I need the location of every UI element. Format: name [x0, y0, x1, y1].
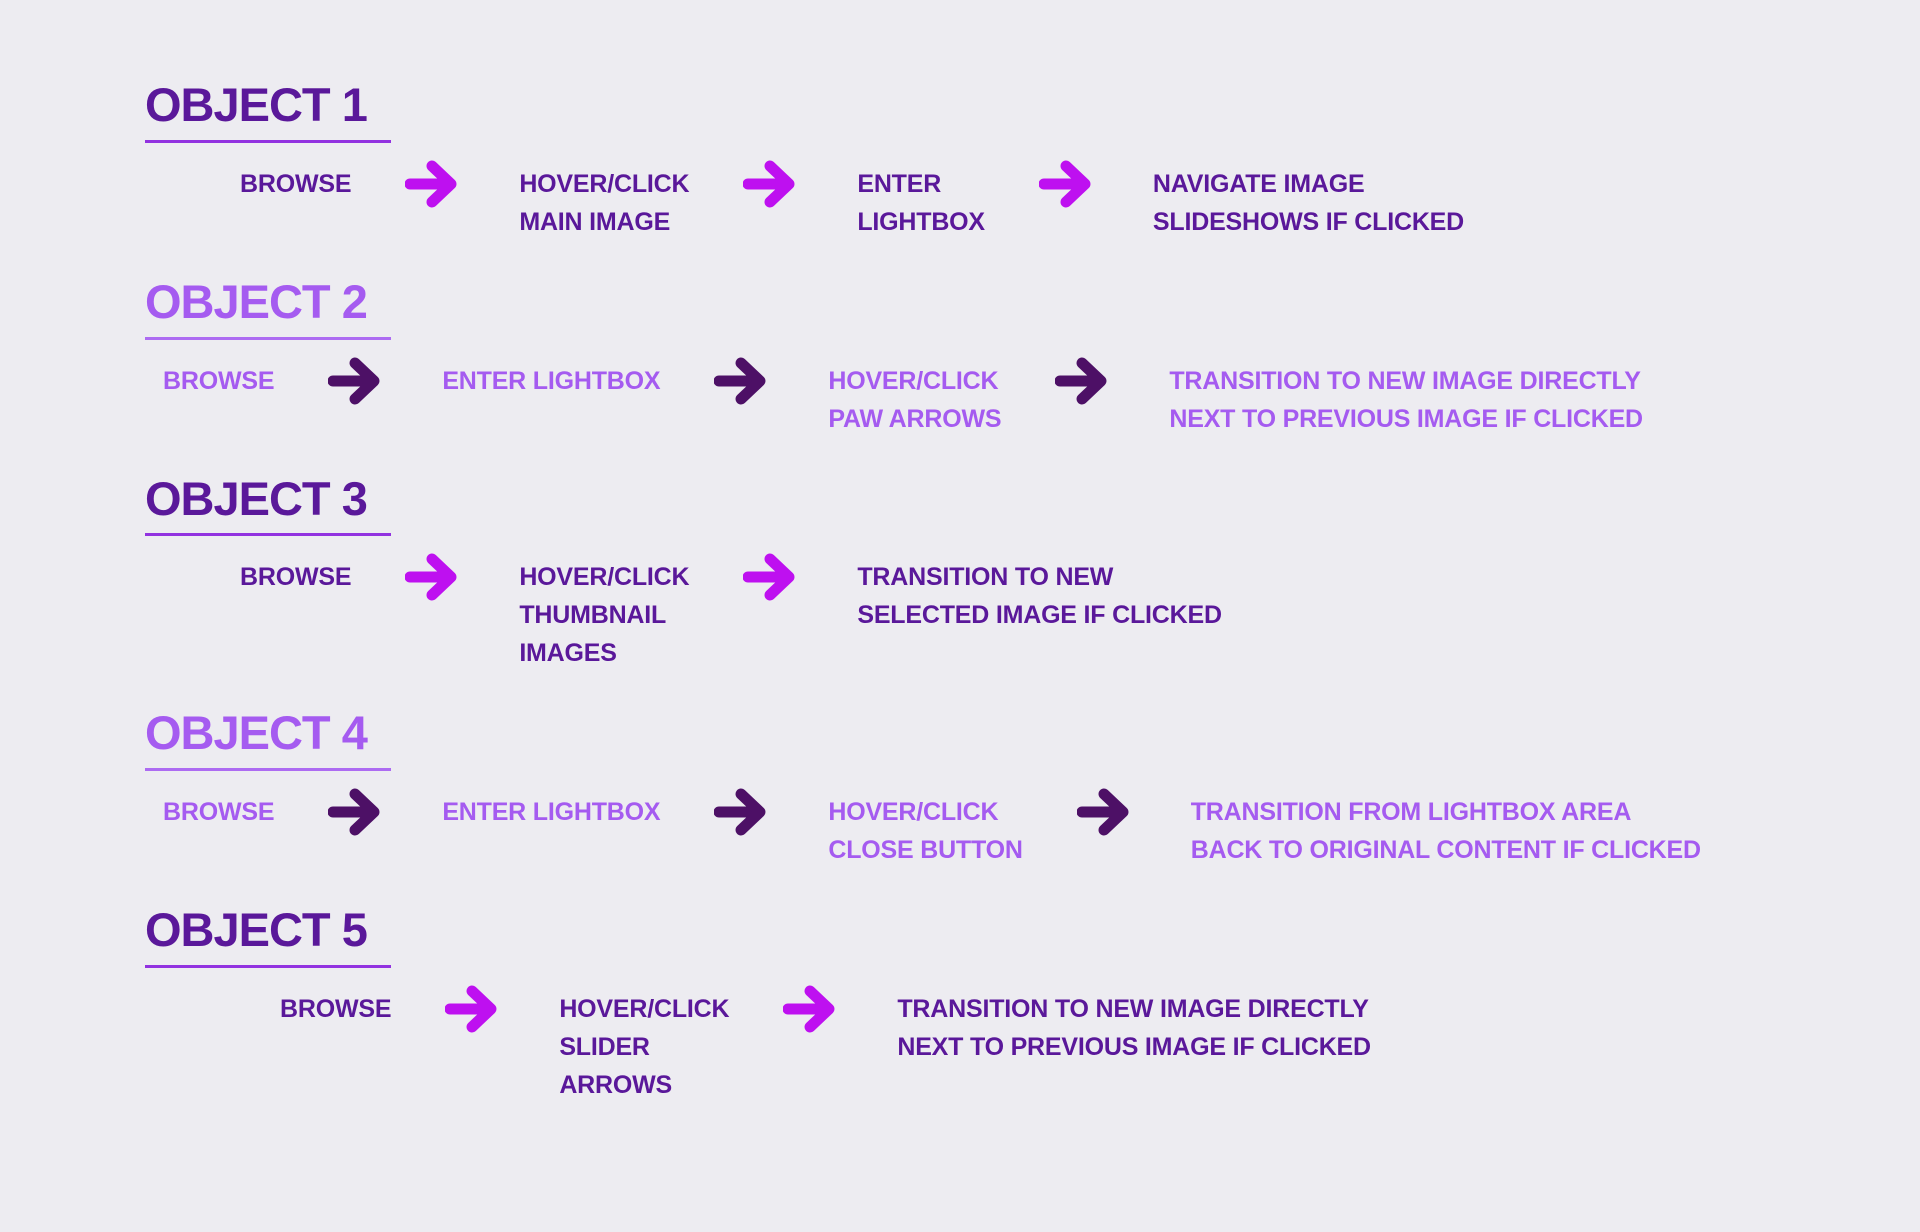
flow-step-line: ARROWS	[559, 1070, 672, 1099]
flow-step-line: CLOSE BUTTON	[828, 836, 1023, 864]
flow-step-line: LIGHTBOX	[857, 207, 985, 236]
flow-section: OBJECT 5 BROWSE HOVER/CLICK SLIDER ARROWS TRA…	[145, 904, 1830, 1104]
section-title: OBJECT 5	[145, 904, 391, 968]
flow-row: BROWSE ENTER LIGHTBOX HOVER/CLICK PAW ARROW…	[145, 357, 1830, 438]
flow-step-line: NAVIGATE IMAGE	[1152, 169, 1365, 198]
flow-step-line: HOVER/CLICK	[519, 563, 690, 592]
flow-step-line: TRANSITION TO NEW IMAGE DIRECTLY	[1169, 366, 1641, 395]
flow-step: ENTER LIGHTBOX	[442, 362, 660, 400]
flow-step-line: BROWSE	[163, 366, 275, 395]
section-title: OBJECT 1	[145, 79, 391, 143]
flow-row: BROWSE ENTER LIGHTBOX HOVER/CLICK CLOSE BUT…	[145, 788, 1830, 869]
flow-step: TRANSITION TO NEW IMAGE DIRECTLY NEXT TO …	[1169, 362, 1643, 438]
flow-step-line: THUMBNAIL	[519, 601, 667, 630]
section-title: OBJECT 4	[145, 707, 391, 771]
flow-step-line: NEXT TO PREVIOUS IMAGE IF CLICKED	[897, 1032, 1371, 1061]
flow-step: TRANSITION FROM LIGHTBOX AREA BACK TO ORI…	[1191, 793, 1701, 869]
flow-arrow-icon	[445, 985, 497, 1033]
flow-step: TRANSITION TO NEW IMAGE DIRECTLY NEXT TO …	[897, 990, 1371, 1066]
flow-arrow-icon	[1038, 160, 1091, 208]
flow-section: OBJECT 1 BROWSE HOVER/CLICK MAIN IMAGE ENTER…	[145, 79, 1830, 241]
section-title: OBJECT 2	[145, 276, 391, 340]
flow-section: OBJECT 3 BROWSE HOVER/CLICK THUMBNAIL IMAGES…	[145, 473, 1830, 673]
flow-step-line: SLIDESHOWS IF CLICKED	[1152, 207, 1465, 236]
flow-step: BROWSE	[163, 362, 275, 400]
flow-arrow-icon	[405, 160, 457, 208]
flow-step-line: BROWSE	[280, 994, 392, 1023]
flow-step-line: HOVER/CLICK	[828, 366, 999, 395]
flow-step-line: TRANSITION FROM LIGHTBOX AREA	[1190, 798, 1632, 826]
flow-step: HOVER/CLICK CLOSE BUTTON	[828, 793, 1023, 869]
flow-arrow-icon	[714, 357, 766, 404]
flow-step-line: BROWSE	[240, 563, 352, 592]
flow-row: BROWSE HOVER/CLICK MAIN IMAGE ENTER LIGHTBOX…	[145, 160, 1830, 241]
flow-step: HOVER/CLICK PAW ARROWS	[828, 362, 1001, 438]
flow-step-line: PAW ARROWS	[828, 404, 1002, 433]
flow-step: HOVER/CLICK SLIDER ARROWS	[559, 990, 729, 1104]
flow-step-line: MAIN IMAGE	[519, 207, 671, 236]
flow-arrow-icon	[783, 985, 835, 1033]
flow-step-line: NEXT TO PREVIOUS IMAGE IF CLICKED	[1169, 404, 1643, 433]
flow-step-line: ENTER	[857, 169, 942, 198]
flow-arrow-icon	[1055, 357, 1107, 404]
flow-step-line: ENTER LIGHTBOX	[442, 366, 661, 395]
flow-step: ENTER LIGHTBOX	[442, 793, 660, 831]
flow-arrow-icon	[328, 788, 380, 836]
flow-arrow-icon	[405, 553, 457, 601]
flow-arrow-icon	[743, 553, 795, 601]
flow-step: BROWSE	[240, 165, 352, 203]
flow-step-line: BROWSE	[163, 798, 275, 826]
flow-step-line: IMAGES	[519, 639, 617, 668]
flow-step: BROWSE	[163, 793, 275, 831]
flow-step: ENTER LIGHTBOX	[857, 165, 985, 241]
flow-step-line: ENTER LIGHTBOX	[442, 798, 661, 826]
flow-step-line: HOVER/CLICK	[519, 169, 690, 198]
flow-row: BROWSE HOVER/CLICK SLIDER ARROWS TRANSITION …	[145, 985, 1830, 1104]
user-flow-diagram: OBJECT 1 BROWSE HOVER/CLICK MAIN IMAGE ENTER…	[145, 79, 1830, 1104]
flow-step-line: SELECTED IMAGE IF CLICKED	[857, 601, 1222, 630]
flow-section: OBJECT 2 BROWSE ENTER LIGHTBOX HOVER/CLICK P…	[145, 276, 1830, 438]
flow-step-line: HOVER/CLICK	[828, 798, 999, 826]
flow-step: HOVER/CLICK MAIN IMAGE	[519, 165, 689, 241]
flow-step-line: TRANSITION TO NEW IMAGE DIRECTLY	[897, 994, 1369, 1023]
flow-arrow-icon	[1076, 788, 1129, 836]
flow-arrow-icon	[714, 788, 766, 836]
section-title: OBJECT 3	[145, 473, 391, 537]
flow-step-line: BROWSE	[240, 169, 352, 198]
flow-step-line: HOVER/CLICK	[559, 994, 730, 1023]
flow-section: OBJECT 4 BROWSE ENTER LIGHTBOX HOVER/CLICK C…	[145, 707, 1830, 869]
flow-step-line: BACK TO ORIGINAL CONTENT IF CLICKED	[1190, 836, 1701, 864]
flow-step: BROWSE	[280, 990, 392, 1028]
flow-row: BROWSE HOVER/CLICK THUMBNAIL IMAGES TRANSITI…	[145, 553, 1830, 672]
flow-arrow-icon	[328, 357, 380, 404]
flow-step: BROWSE	[240, 558, 352, 596]
flow-step: NAVIGATE IMAGE SLIDESHOWS IF CLICKED	[1153, 165, 1464, 241]
flow-step-line: TRANSITION TO NEW	[857, 563, 1114, 592]
flow-step: HOVER/CLICK THUMBNAIL IMAGES	[519, 558, 689, 672]
flow-step: TRANSITION TO NEW SELECTED IMAGE IF CLICK…	[857, 558, 1222, 634]
flow-arrow-icon	[743, 160, 795, 208]
flow-step-line: SLIDER	[559, 1032, 650, 1061]
